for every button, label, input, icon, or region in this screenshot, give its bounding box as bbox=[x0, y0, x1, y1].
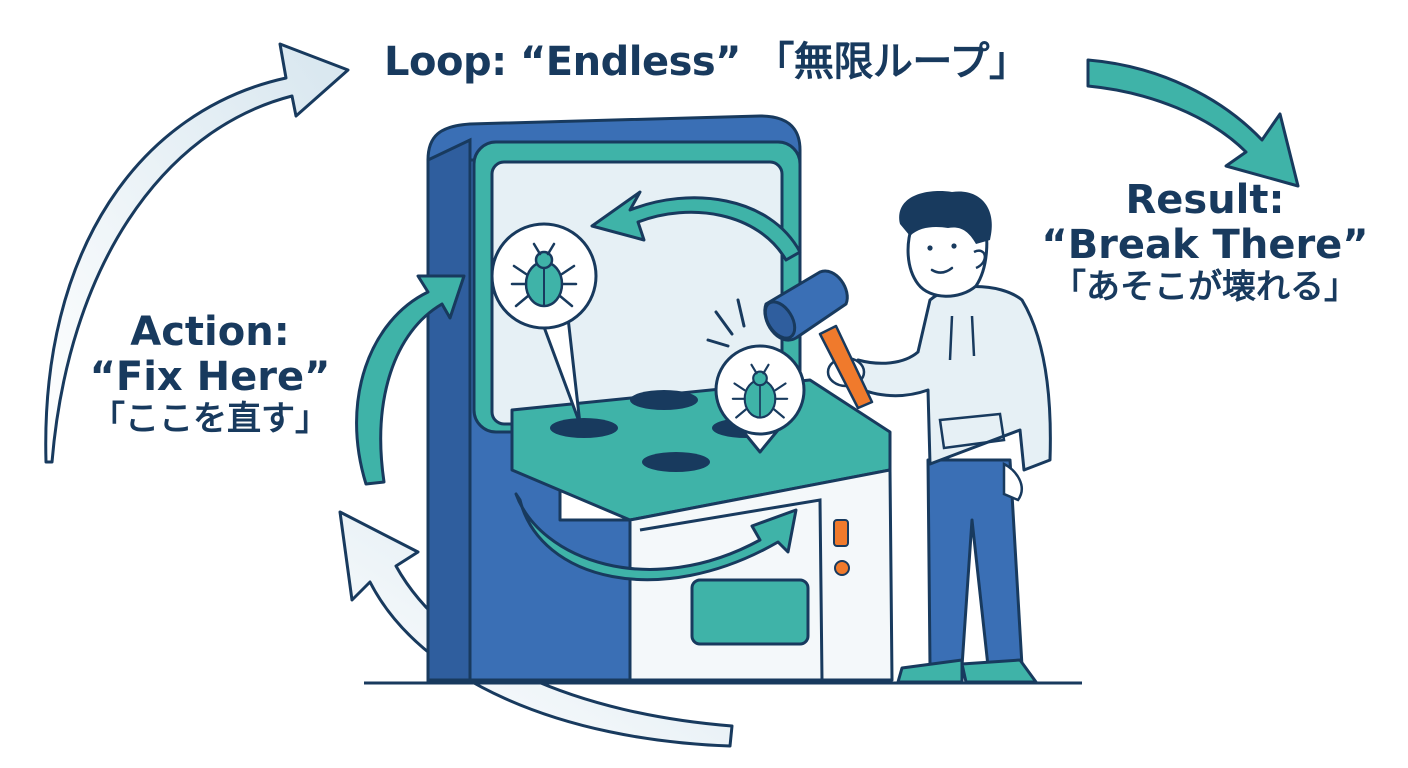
result-quote: “Break There” bbox=[1041, 221, 1369, 268]
action-heading: Action: bbox=[130, 309, 290, 355]
hole bbox=[550, 418, 618, 438]
action-quote: “Fix Here” bbox=[89, 353, 331, 400]
result-jp: 「あそこが壊れる」 bbox=[1052, 266, 1358, 307]
developer-figure bbox=[826, 191, 1052, 684]
loop-arrow-bottom bbox=[338, 510, 734, 748]
bug-icon bbox=[731, 363, 789, 419]
loop-label: Loop: “Endless” 「無限ループ」 bbox=[384, 39, 1029, 85]
hole bbox=[642, 452, 710, 472]
loop-arrow-top-right bbox=[1086, 58, 1300, 188]
action-jp: 「ここを直す」 bbox=[91, 398, 329, 439]
cycle-arrow-screen bbox=[590, 190, 802, 262]
result-heading: Result: bbox=[1125, 177, 1285, 223]
bug-icon bbox=[510, 242, 578, 308]
coin-slot-window bbox=[690, 578, 810, 646]
button-orange-round bbox=[834, 560, 850, 576]
machine-side bbox=[426, 137, 472, 682]
machine-front-panel bbox=[639, 498, 824, 681]
loop-arrow-left bbox=[44, 42, 350, 464]
impact-lines bbox=[706, 298, 746, 348]
action-label-block: Action: “Fix Here” 「ここを直す」 bbox=[60, 310, 360, 438]
hole bbox=[630, 390, 698, 410]
cycle-arrow-left bbox=[355, 274, 466, 486]
button-orange bbox=[833, 519, 849, 547]
hammer-icon bbox=[763, 269, 874, 410]
result-label-block: Result: “Break There” 「あそこが壊れる」 bbox=[1040, 178, 1370, 306]
cycle-arrow-bottom bbox=[514, 492, 798, 582]
